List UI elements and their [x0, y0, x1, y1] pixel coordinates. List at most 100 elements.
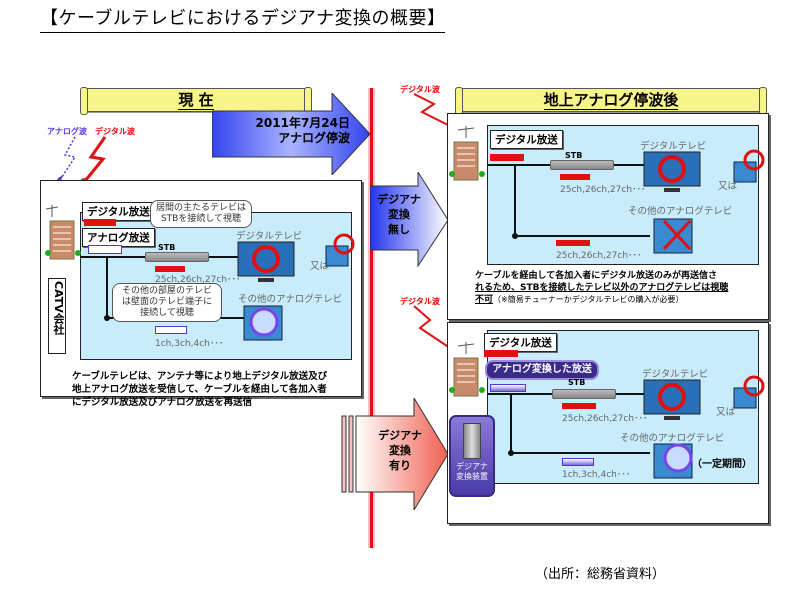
- analog-channels-arrow-bottom: [562, 458, 594, 466]
- converter-label: デジアナ 変換装置: [451, 462, 493, 482]
- digital-wave-label-bottom: デジタル波: [400, 297, 440, 306]
- page-title: 【ケーブルテレビにおけるデジアナ変換の概要】: [40, 8, 446, 29]
- analog-converted-banner: アナログ変換した放送: [485, 360, 599, 380]
- cable-branch: [106, 256, 108, 318]
- callout-line: STBを接続して視聴: [160, 214, 242, 224]
- timeline-arrow: [212, 93, 371, 175]
- source-caption: （出所：総務省資料）: [535, 567, 666, 582]
- analog-channels-bottom: 1ch,3ch,4ch･･･: [562, 470, 631, 480]
- note-line: 不可（※簡易チューナーかデジタルテレビの購入が必要）: [475, 294, 728, 306]
- after-no-conversion-note: ケーブルを経由して各加入者にデジタル放送のみが再送信さ れるため、STBを接続し…: [475, 270, 728, 306]
- digital-tv-label: デジタルテレビ: [236, 231, 303, 242]
- digital-channels-arrow: [155, 266, 185, 272]
- digital-tv-label-bottom: デジタルテレビ: [642, 369, 709, 380]
- digital-channels-arrow-top: [560, 174, 590, 180]
- digital-channels-top-2: 25ch,26ch,27ch･･･: [556, 251, 642, 261]
- digital-tv-icon-top: [643, 151, 701, 192]
- analog-tv-icon: [243, 305, 283, 341]
- title-underline: [40, 32, 445, 33]
- tv-with-stb-icon-top: [733, 149, 765, 183]
- arrow-line: デジアナ: [377, 193, 421, 206]
- stb-label-top: STB: [565, 151, 583, 160]
- digital-wave-label-top: デジタル波: [400, 85, 440, 94]
- analog-converted-arrow: [490, 384, 526, 392]
- digital-tv-icon: [237, 241, 295, 282]
- with-conversion-text: デジアナ 変換 有り: [365, 428, 435, 473]
- analog-channels: 1ch,3ch,4ch･･･: [155, 339, 224, 349]
- stb-label: STB: [158, 243, 176, 252]
- catv-building-icon: [45, 205, 81, 260]
- no-conversion-text: デジアナ 変換 無し: [372, 192, 426, 237]
- current-note: ケーブルテレビは、アンテナ等により地上デジタル放送及び 地上アナログ放送を受信し…: [72, 370, 327, 409]
- no-conversion-arrow: [370, 172, 449, 268]
- timeline-arrow-text: 2011年7月24日 アナログ停波: [220, 116, 350, 146]
- digital-arrow-top: [490, 154, 524, 161]
- converter-device-box: デジアナ 変換装置: [449, 415, 495, 497]
- scroll-after-label: 地上アナログ停波後: [543, 91, 679, 110]
- with-conversion-arrow: [341, 398, 449, 510]
- timeline-event: アナログ停波: [278, 131, 350, 145]
- arrow-line: 変換: [388, 208, 410, 221]
- note-rest: （※簡易チューナーかデジタルテレビの購入が必要）: [493, 295, 684, 304]
- cable-branch-top: [514, 164, 516, 237]
- stb-device-top: [550, 160, 614, 170]
- scroll-current-label: 現 在: [178, 91, 214, 110]
- digital-channels-top: 25ch,26ch,27ch･･･: [560, 185, 646, 195]
- note-line: 地上アナログ放送を受信して、ケーブルを経由して各加入者: [72, 384, 327, 395]
- cable-other-top: [514, 235, 650, 237]
- after-with-conversion-inner: [487, 330, 759, 484]
- analog-tv-crossed-icon: [653, 218, 693, 254]
- other-analog-tv-label-top: その他のアナログテレビ: [628, 206, 733, 217]
- callout-line: は壁面のテレビ端子に: [121, 297, 212, 307]
- tv-with-stb-icon-bottom: [733, 375, 765, 409]
- digital-tv-icon-bottom: [643, 379, 701, 420]
- digital-channels: 25ch,26ch,27ch･･･: [155, 275, 241, 285]
- arrow-line: デジアナ: [378, 429, 422, 442]
- catv-building-icon-bottom: [449, 342, 485, 397]
- callout-line: 接続して視聴: [140, 308, 194, 318]
- digital-arrow-icon: [84, 219, 116, 226]
- stb-label-bottom: STB: [568, 378, 586, 387]
- timeline-divider: [368, 88, 375, 548]
- scroll-current: 現 在: [80, 87, 312, 115]
- cable-other-bottom: [510, 452, 650, 454]
- digital-channels-arrow-bottom: [562, 403, 596, 409]
- or-label: 又は: [310, 261, 330, 272]
- callout-living-tv: 居間の主たるテレビは STBを接続して視聴: [150, 200, 252, 228]
- other-analog-tv-label: その他のアナログテレビ: [238, 294, 343, 305]
- timeline-date: 2011年7月24日: [255, 116, 350, 130]
- analog-tv-icon-bottom: [653, 443, 693, 479]
- cable-branch-bottom: [510, 393, 512, 453]
- digital-wave-bolt-top: [413, 93, 451, 127]
- converter-line: デジアナ: [456, 462, 488, 471]
- arrow-line: 変換: [389, 444, 411, 457]
- other-analog-tv-label-bottom: その他のアナログテレビ: [620, 433, 725, 444]
- note-line: ケーブルを経由して各加入者にデジタル放送のみが再送信さ: [475, 271, 718, 281]
- digital-channels-arrow-top-2: [556, 240, 590, 246]
- note-line: にデジタル放送及びアナログ放送を再送信: [72, 397, 253, 408]
- digital-broadcast-label-bottom: デジタル放送: [484, 333, 557, 352]
- stb-device: [145, 252, 209, 262]
- catv-building-icon-top: [449, 126, 485, 181]
- limited-period-label: （一定期間）: [692, 459, 752, 470]
- converter-device-icon: [463, 423, 481, 459]
- scroll-after: 地上アナログ停波後: [455, 87, 767, 115]
- digital-wave-bolt-bottom: [413, 305, 451, 349]
- digital-wave-label: デジタル波: [95, 127, 135, 136]
- digital-channels-bottom: 25ch,26ch,27ch･･･: [562, 414, 648, 424]
- callout-other-rooms: その他の部屋のテレビ は壁面のテレビ端子に 接続して視聴: [112, 283, 222, 322]
- converter-line: 変換装置: [456, 472, 488, 481]
- tv-with-stb-icon: [325, 233, 355, 267]
- digital-tv-label-top: デジタルテレビ: [640, 141, 707, 152]
- catv-label: CATV会社: [52, 281, 65, 335]
- digital-arrow-bottom: [484, 350, 518, 357]
- note-line: れるため、STBを接続したテレビ以外のアナログテレビは視聴: [475, 283, 729, 293]
- or-label-top: 又は: [718, 181, 738, 192]
- arrow-line: 有り: [389, 459, 411, 472]
- or-label-bottom: 又は: [716, 407, 736, 418]
- analog-wave-label: アナログ波: [47, 127, 87, 136]
- stb-device-bottom: [552, 389, 616, 399]
- arrow-line: 無し: [388, 223, 410, 236]
- note-line: ケーブルテレビは、アンテナ等により地上デジタル放送及び: [72, 371, 328, 382]
- wave-bolts-icon: [57, 136, 107, 185]
